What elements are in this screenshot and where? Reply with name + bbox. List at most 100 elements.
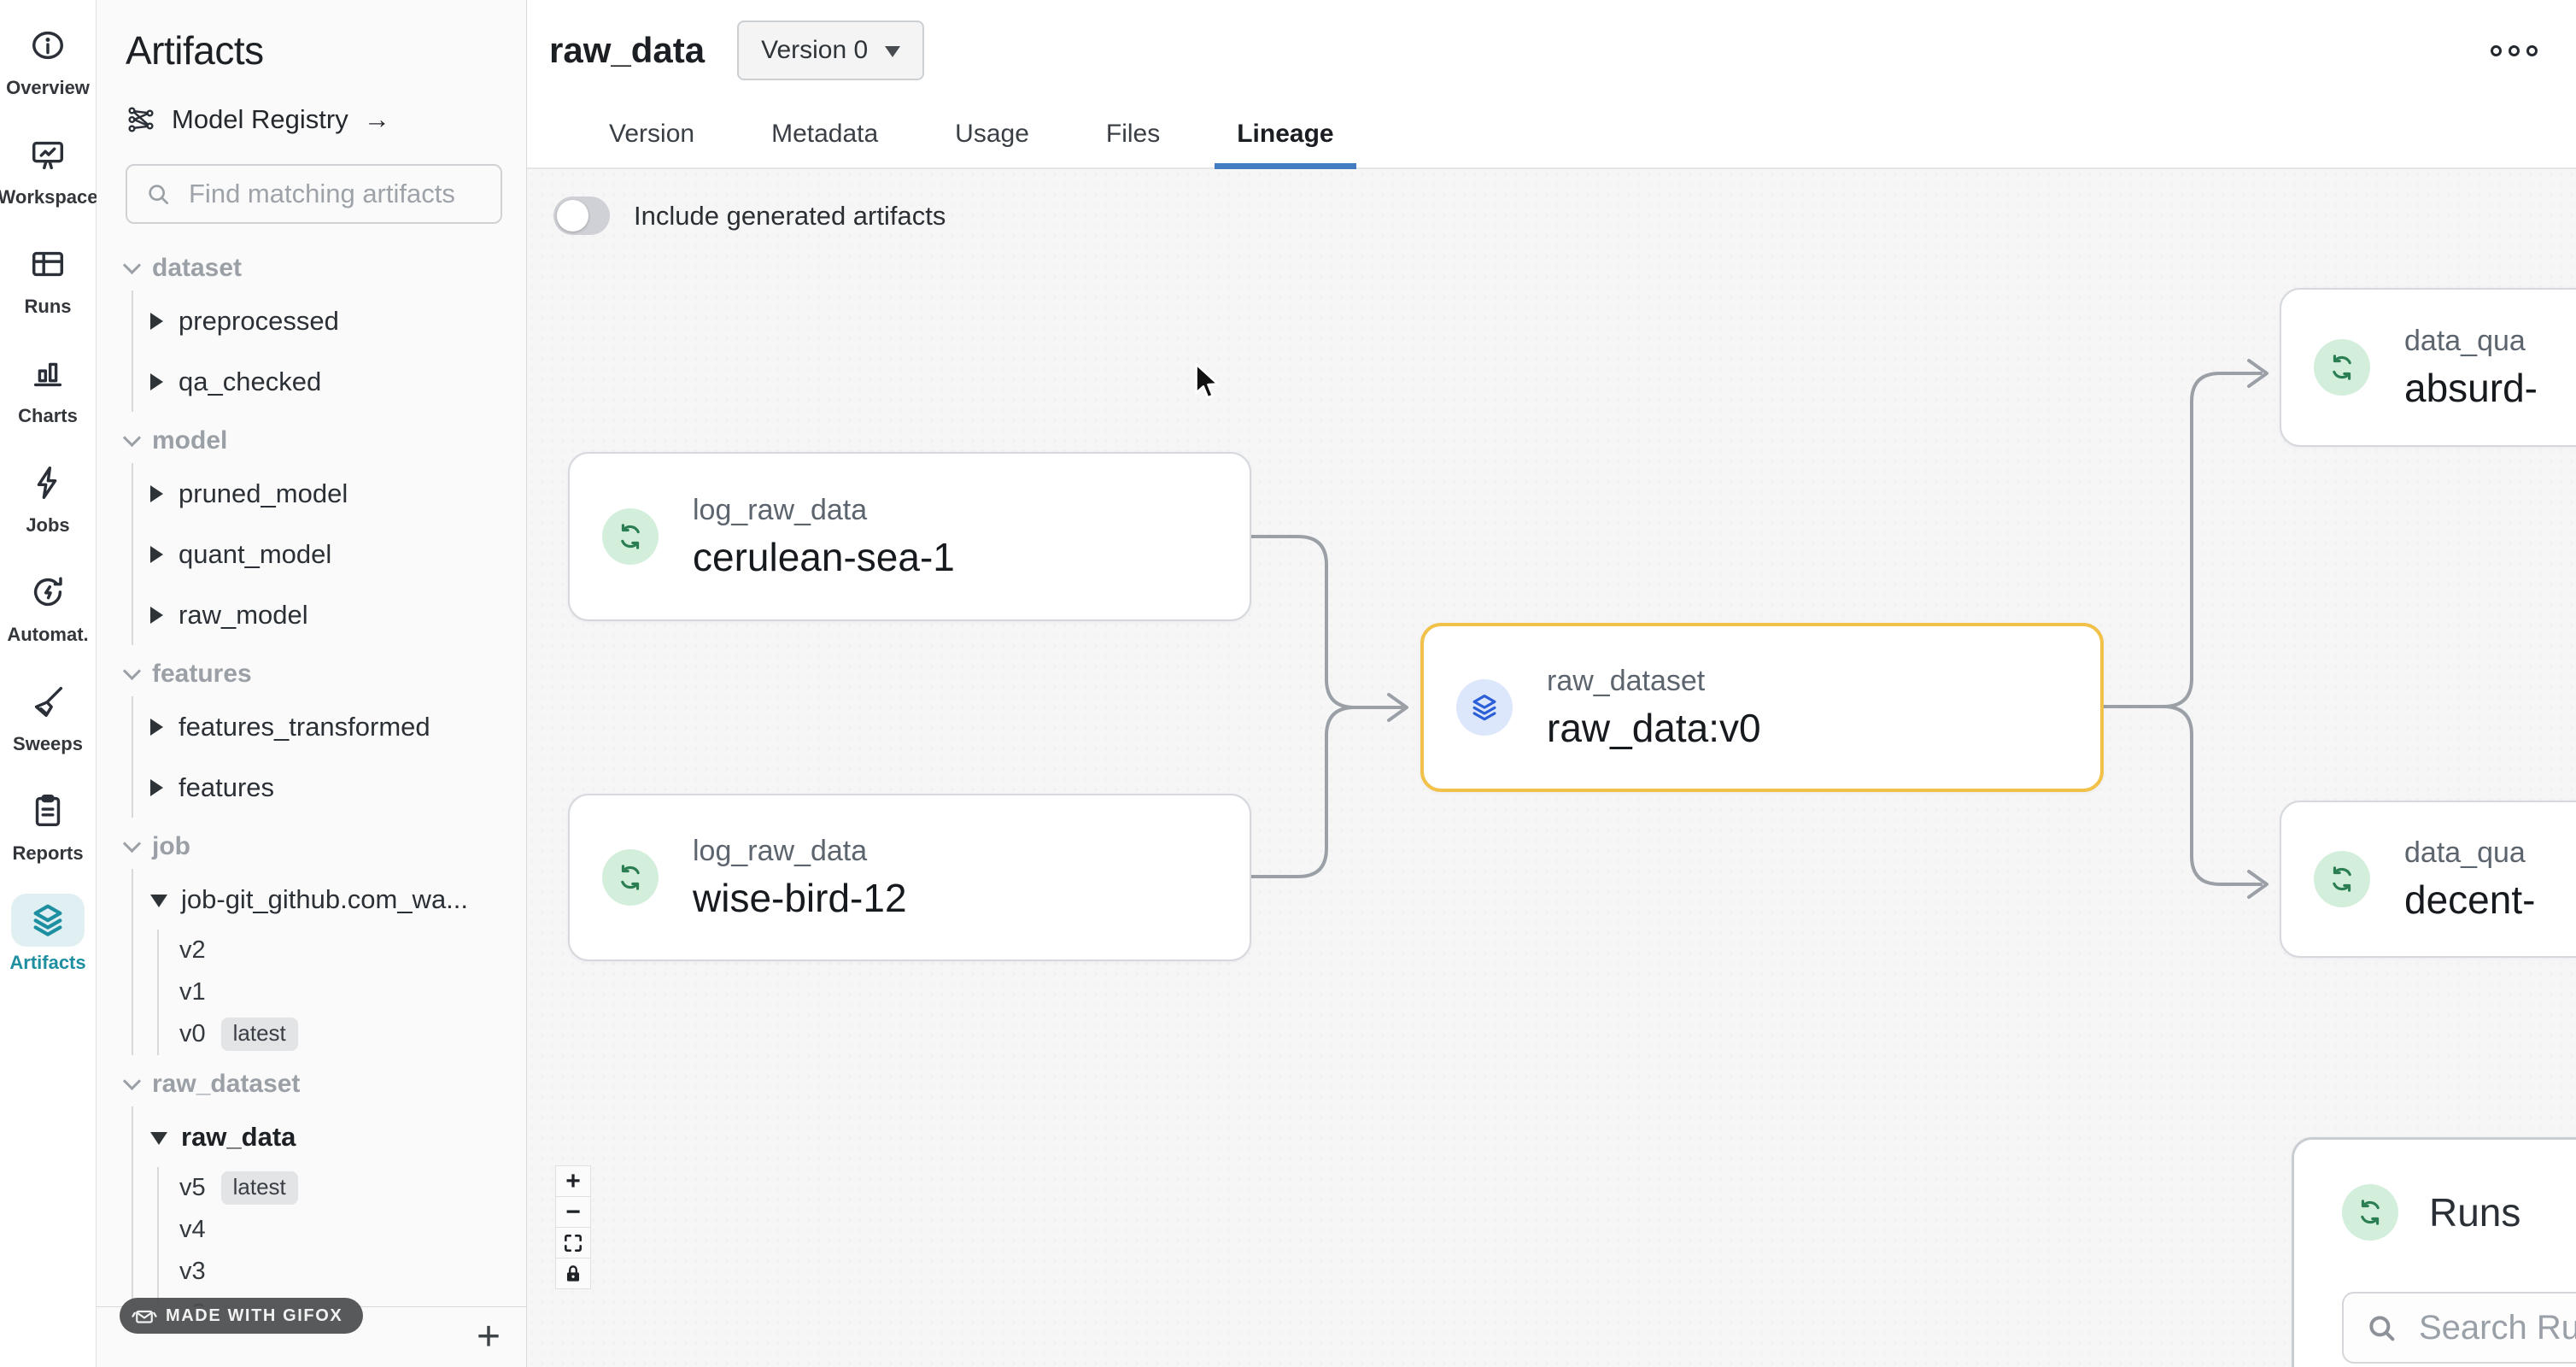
nav-artifacts[interactable]: Artifacts	[9, 894, 86, 974]
include-generated-toggle-row: Include generated artifacts	[553, 197, 946, 235]
page-title: raw_data	[549, 30, 705, 70]
node-job-type: data_qua	[2404, 836, 2526, 869]
search-icon	[149, 185, 168, 204]
include-generated-toggle[interactable]	[553, 197, 610, 235]
toggle-knob	[557, 200, 588, 232]
artifact-tabs: Version Metadata Usage Files Lineage	[527, 101, 2576, 169]
tree-section-dataset: dataset preprocessed qa_checked	[122, 246, 526, 412]
charts-icon	[11, 347, 85, 400]
run-icon	[602, 849, 659, 906]
version-row[interactable]: v3	[179, 1258, 206, 1285]
tab-lineage[interactable]: Lineage	[1215, 101, 1356, 169]
fit-view-button[interactable]	[555, 1227, 591, 1258]
chevron-down-icon	[122, 661, 142, 680]
chevron-expanded-icon	[150, 1132, 167, 1145]
version-row[interactable]: v1	[179, 978, 206, 1006]
chevron-right-icon	[150, 606, 163, 624]
nav-jobs[interactable]: Jobs	[11, 456, 85, 537]
lineage-graph-canvas[interactable]: Include generated artifacts log_raw_data…	[527, 169, 2576, 1367]
model-registry-label: Model Registry	[172, 104, 348, 134]
tree-section-header[interactable]: job	[122, 824, 526, 869]
chevron-right-icon	[150, 312, 163, 330]
latest-badge: latest	[220, 1018, 298, 1051]
nav-runs[interactable]: Runs	[11, 238, 85, 318]
sidebar-title: Artifacts	[126, 28, 264, 73]
lock-button[interactable]	[555, 1258, 591, 1289]
lineage-node-decent[interactable]: data_qua decent-	[2280, 801, 2576, 958]
more-options-button[interactable]	[2491, 44, 2538, 56]
tree-section-features: features features_transformed features	[122, 652, 526, 818]
tree-item[interactable]: raw_model	[133, 584, 526, 645]
tree-section-header[interactable]: raw_dataset	[122, 1062, 526, 1106]
chevron-down-icon	[122, 1071, 142, 1090]
run-icon	[2342, 1184, 2398, 1241]
nav-reports[interactable]: Reports	[11, 784, 85, 865]
toggle-label: Include generated artifacts	[634, 200, 946, 231]
tree-item-expanded[interactable]: job-git_github.com_wa...	[133, 869, 526, 930]
runs-group-header: Runs	[2342, 1184, 2576, 1241]
tab-usage[interactable]: Usage	[955, 120, 1029, 148]
tab-version[interactable]: Version	[609, 120, 695, 148]
jobs-icon	[11, 456, 85, 509]
model-registry-icon	[128, 107, 154, 132]
nav-workspace[interactable]: Workspace	[0, 128, 98, 208]
artifacts-sidebar: Artifacts Model Registry → dataset prepr…	[97, 0, 527, 1367]
node-run-name: decent-	[2404, 877, 2536, 922]
nav-overview[interactable]: Overview	[6, 19, 90, 99]
tab-files[interactable]: Files	[1105, 120, 1161, 148]
tree-section-header[interactable]: features	[122, 652, 526, 696]
nav-automations[interactable]: Automat.	[7, 566, 89, 646]
version-dropdown[interactable]: Version 0	[737, 21, 925, 80]
tree-item[interactable]: quant_model	[133, 524, 526, 584]
artifact-search-input[interactable]	[187, 178, 483, 210]
chevron-down-icon	[122, 255, 142, 274]
runs-search-input[interactable]	[2417, 1307, 2576, 1348]
search-icon	[2369, 1316, 2395, 1341]
zoom-out-button[interactable]: −	[555, 1196, 591, 1228]
overview-icon	[11, 19, 85, 72]
add-artifact-button[interactable]: +	[476, 1314, 501, 1359]
chevron-right-icon	[150, 778, 163, 796]
nav-charts[interactable]: Charts	[11, 347, 85, 427]
nav-sweeps[interactable]: Sweeps	[11, 675, 85, 755]
tree-item[interactable]: preprocessed	[133, 290, 526, 351]
model-registry-link[interactable]: Model Registry →	[126, 104, 526, 135]
runs-icon	[11, 238, 85, 290]
chevron-down-icon	[122, 428, 142, 447]
node-job-type: log_raw_data	[693, 834, 868, 867]
node-run-name: absurd-	[2404, 365, 2538, 410]
left-nav-rail: Overview Workspace Runs Charts Jobs	[0, 0, 98, 1367]
artifact-search-box[interactable]	[126, 164, 502, 224]
node-artifact-name: raw_data:v0	[1547, 705, 1761, 750]
dot-icon	[2509, 44, 2520, 56]
fit-view-icon	[565, 1234, 582, 1252]
tree-item[interactable]: pruned_model	[133, 463, 526, 524]
tree-item[interactable]: features	[133, 757, 526, 818]
arrow-right-icon: →	[363, 104, 390, 134]
tree-item[interactable]: features_transformed	[133, 696, 526, 757]
tree-item[interactable]: qa_checked	[133, 351, 526, 412]
zoom-in-button[interactable]: +	[555, 1165, 591, 1197]
runs-search-box[interactable]	[2342, 1292, 2576, 1364]
tree-section-header[interactable]: dataset	[122, 246, 526, 290]
tree-item-raw-data-selected[interactable]: raw_data	[133, 1106, 526, 1167]
lineage-runs-group-node[interactable]: Runs	[2292, 1137, 2576, 1367]
reports-icon	[11, 784, 85, 837]
tree-section-header[interactable]: model	[122, 419, 526, 463]
chevron-right-icon	[150, 545, 163, 563]
artifact-tree: dataset preprocessed qa_checked model pr…	[97, 246, 526, 1306]
tab-metadata[interactable]: Metadata	[771, 120, 879, 148]
run-icon	[2314, 851, 2370, 907]
artifacts-icon	[11, 894, 85, 947]
version-row[interactable]: v2	[179, 936, 206, 964]
graph-zoom-controls: + −	[555, 1165, 591, 1289]
version-row[interactable]: v4	[179, 1216, 206, 1243]
